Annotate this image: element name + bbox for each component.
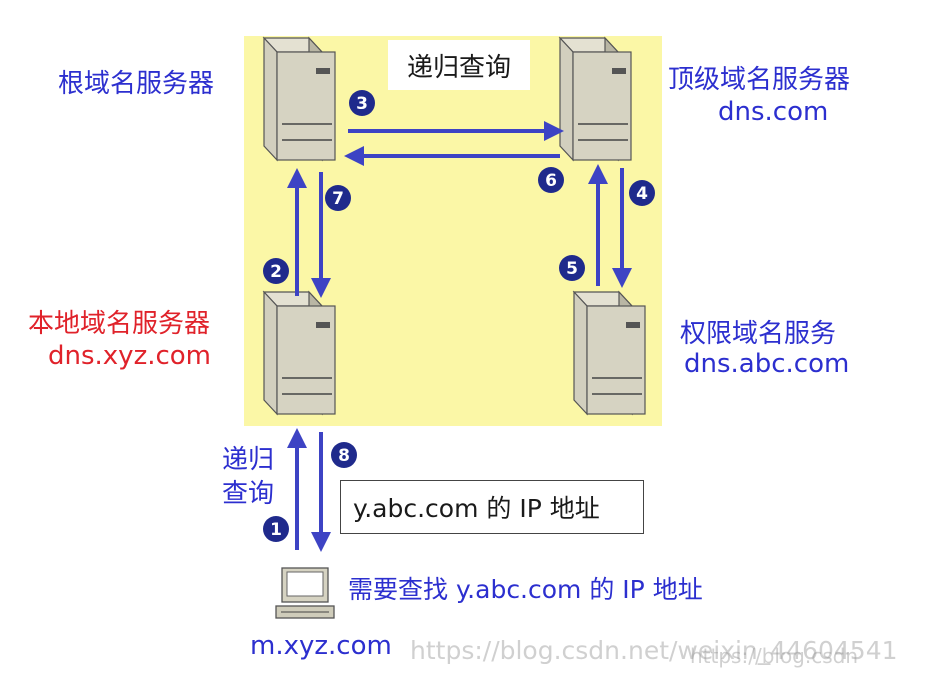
step-badge-3: 3 (349, 90, 375, 116)
answer-text: y.abc.com 的 IP 地址 (353, 494, 600, 523)
client-host: m.xyz.com (250, 631, 392, 661)
step-badge-number: 4 (636, 184, 648, 204)
local-server-host: dns.xyz.com (48, 341, 212, 371)
auth-server-host: dns.abc.com (684, 349, 850, 379)
client-query-text: 需要查找 y.abc.com 的 IP 地址 (348, 575, 703, 604)
recursive-query-title: 递归查询 (388, 40, 530, 90)
step-badge-number: 8 (338, 446, 350, 466)
step-badge-1: 1 (263, 516, 289, 542)
answer-box: y.abc.com 的 IP 地址 (340, 480, 644, 534)
step-badge-number: 5 (566, 259, 578, 279)
tld-server-host: dns.com (718, 97, 829, 127)
tld-server-icon (559, 37, 632, 161)
step-badge-number: 6 (545, 171, 557, 191)
step-badge-8: 8 (331, 442, 357, 468)
step-badge-circle (263, 516, 289, 542)
local-server-label: 本地域名服务器 (28, 309, 211, 339)
client-side-label-line1: 递归 (222, 445, 275, 475)
step-badge-circle (559, 255, 585, 281)
step-badge-4: 4 (629, 180, 655, 206)
step-badge-circle (325, 185, 351, 211)
step-badge-number: 2 (270, 262, 282, 282)
root-server-icon (263, 37, 336, 161)
step-badge-number: 3 (356, 94, 368, 114)
step-badge-7: 7 (325, 185, 351, 211)
step-badge-5: 5 (559, 255, 585, 281)
step-badge-number: 7 (332, 189, 344, 209)
auth-server-label: 权限域名服务 (680, 319, 837, 349)
local-server-icon (263, 291, 336, 415)
step-badge-number: 1 (270, 520, 282, 540)
watermark-1: https://blog.csdn.net/weixin_44604541 (410, 636, 898, 665)
step-badge-circle (263, 258, 289, 284)
step-badge-circle (331, 442, 357, 468)
step-badge-circle (629, 180, 655, 206)
step-badge-6: 6 (538, 167, 564, 193)
watermark-2: https://blog.csdn (690, 644, 859, 668)
client-side-label-line2: 查询 (222, 479, 275, 509)
client-computer-icon (275, 567, 335, 619)
auth-server-icon (573, 291, 646, 415)
step-badge-circle (349, 90, 375, 116)
tld-server-label: 顶级域名服务器 (668, 65, 851, 95)
step-badge-circle (538, 167, 564, 193)
step-badge-2: 2 (263, 258, 289, 284)
root-server-label: 根域名服务器 (58, 69, 215, 99)
